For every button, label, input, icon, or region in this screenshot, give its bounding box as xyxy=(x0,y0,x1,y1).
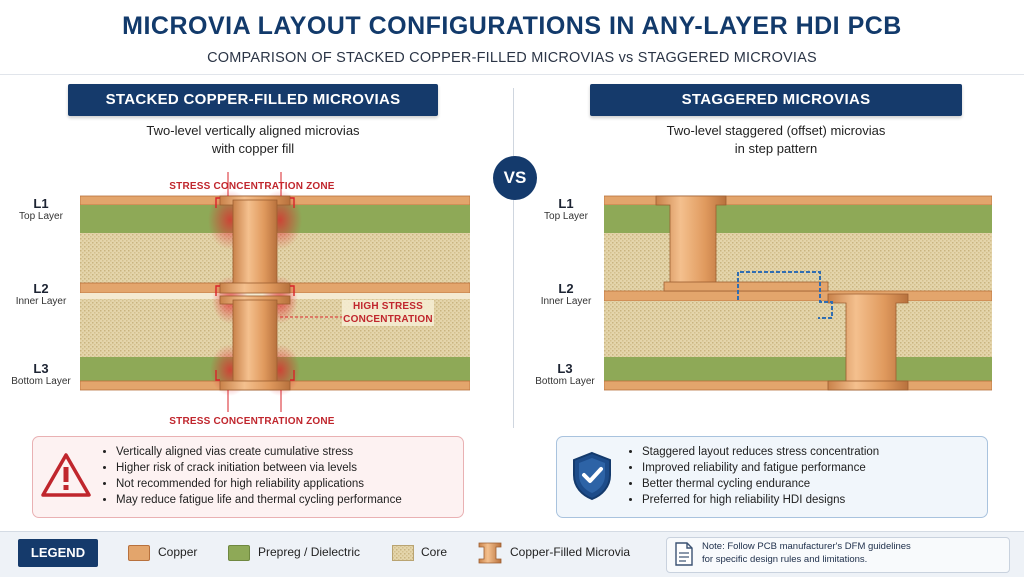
staggered-step-path xyxy=(737,271,833,319)
staggered-heading: STAGGERED MICROVIAS xyxy=(590,84,962,116)
dfm-note-line1: Note: Follow PCB manufacturer's DFM guid… xyxy=(702,541,911,552)
layer-name: Top Layer xyxy=(19,211,63,222)
legend-core-label: Core xyxy=(421,545,448,559)
shield-check-icon xyxy=(573,451,611,501)
stacked-description-line1: Two-level vertically aligned microvias xyxy=(146,123,360,138)
layer-name: Inner Layer xyxy=(15,296,67,307)
right-layer-l1: L1 Top Layer xyxy=(538,196,594,222)
page-title: MICROVIA LAYOUT CONFIGURATIONS IN ANY-LA… xyxy=(122,12,902,40)
dfm-note-line2: for specific design rules and limitation… xyxy=(702,554,868,565)
staggered-bullets: Staggered layout reduces stress concentr… xyxy=(626,446,982,510)
upper-via-landing xyxy=(219,282,291,294)
copper-layer-l3 xyxy=(604,380,992,391)
dfm-note xyxy=(666,537,1010,573)
center-divider xyxy=(513,88,514,428)
stress-marks xyxy=(215,197,295,381)
stacked-bottom-zone-label: STRESS CONCENTRATION ZONE xyxy=(149,411,355,429)
core-layer xyxy=(604,301,992,357)
layer-id: L1 xyxy=(33,196,49,211)
layer-name: Bottom Layer xyxy=(535,376,595,387)
staggered-description: Two-level staggered (offset) microvias i… xyxy=(590,122,962,158)
dfm-note-text: Note: Follow PCB manufacturer's DFM guid… xyxy=(702,540,911,566)
legend-prepreg-label: Prepreg / Dielectric xyxy=(258,545,361,559)
list-item: Higher risk of crack initiation between … xyxy=(116,462,460,475)
left-layer-l2: L2 Inner Layer xyxy=(10,281,72,307)
stacked-top-zone-label: STRESS CONCENTRATION ZONE xyxy=(149,176,355,194)
core-layer xyxy=(604,233,992,291)
list-item: Better thermal cycling endurance xyxy=(642,478,982,491)
stacked-stackup-diagram xyxy=(80,190,470,396)
copper-layer-l2 xyxy=(604,290,992,302)
high-stress-label: HIGH STRESS CONCENTRATION xyxy=(342,300,434,326)
title-divider xyxy=(0,74,1024,75)
copper-swatch xyxy=(128,545,150,561)
staggered-benefit-box xyxy=(556,436,988,518)
stacked-warning-box xyxy=(32,436,464,518)
layer-id: L1 xyxy=(558,196,574,211)
list-item: Not recommended for high reliability app… xyxy=(116,478,460,491)
lower-via-landing xyxy=(219,380,291,391)
layer-id: L3 xyxy=(33,361,49,376)
zone-label-text: STRESS CONCENTRATION ZONE xyxy=(169,416,335,427)
prepreg-layer xyxy=(604,357,992,381)
legend-title: LEGEND xyxy=(18,539,98,567)
list-item: Preferred for high reliability HDI desig… xyxy=(642,494,982,507)
layer-id: L2 xyxy=(33,281,49,296)
layer-name: Top Layer xyxy=(544,211,588,222)
layer-id: L2 xyxy=(558,281,574,296)
upper-via-landing-trace xyxy=(663,281,829,292)
list-item: Vertically aligned vias create cumulativ… xyxy=(116,446,460,459)
staggered-description-line1: Two-level staggered (offset) microvias xyxy=(666,123,886,138)
left-layer-l1: L1 Top Layer xyxy=(16,196,66,222)
staggered-stackup-diagram xyxy=(604,195,992,391)
prepreg-swatch xyxy=(228,545,250,561)
layer-name: Bottom Layer xyxy=(11,376,71,387)
right-layer-l2: L2 Inner Layer xyxy=(534,281,598,307)
left-layer-l3: L3 Bottom Layer xyxy=(10,361,72,387)
right-layer-l3: L3 Bottom Layer xyxy=(530,361,600,387)
stacked-description: Two-level vertically aligned microvias w… xyxy=(68,122,438,158)
list-item: Staggered layout reduces stress concentr… xyxy=(642,446,982,459)
document-icon xyxy=(675,542,693,566)
zone-label-text: STRESS CONCENTRATION ZONE xyxy=(169,181,335,192)
stacked-description-line2: with copper fill xyxy=(211,141,295,156)
core-swatch xyxy=(392,545,414,561)
stacked-bullets: Vertically aligned vias create cumulativ… xyxy=(100,446,460,510)
page-subtitle: COMPARISON OF STACKED COPPER-FILLED MICR… xyxy=(207,50,817,66)
layer-id: L3 xyxy=(557,361,573,376)
legend-microvia-label: Copper-Filled Microvia xyxy=(510,545,631,559)
list-item: May reduce fatigue life and thermal cycl… xyxy=(116,494,460,507)
legend-copper-label: Copper xyxy=(158,545,198,559)
high-stress-line2: CONCENTRATION xyxy=(343,314,433,325)
lower-via-landing xyxy=(827,380,909,391)
vs-badge: VS xyxy=(493,156,537,200)
prepreg-layer xyxy=(604,205,992,233)
warning-triangle-icon xyxy=(41,453,91,497)
layer-name: Inner Layer xyxy=(540,296,592,307)
stacked-heading: STACKED COPPER-FILLED MICROVIAS xyxy=(68,84,438,116)
upper-via-barrel xyxy=(232,199,278,289)
list-item: Improved reliability and fatigue perform… xyxy=(642,462,982,475)
staggered-description-line2: in step pattern xyxy=(734,141,818,156)
high-stress-line1: HIGH STRESS xyxy=(353,301,423,312)
zone-leader-lines xyxy=(227,172,282,412)
microvia-swatch xyxy=(478,542,502,564)
